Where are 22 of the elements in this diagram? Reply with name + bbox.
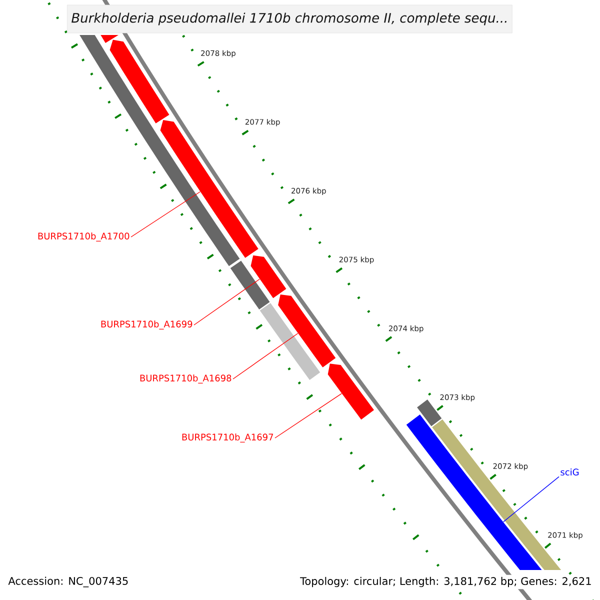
gene-label: sciG xyxy=(560,468,579,476)
footer-text: Topology: circular; Length: 3,181,762 bp; Genes: 2,621 xyxy=(298,574,594,590)
gene-feature xyxy=(250,255,286,298)
gene-label: BURPS1710b_A1698 xyxy=(140,374,232,384)
gene-feature xyxy=(260,302,320,380)
leader-line xyxy=(503,476,560,522)
leader-line xyxy=(130,191,200,238)
leader-line xyxy=(274,393,342,438)
gene-feature xyxy=(328,364,374,420)
gene-feature xyxy=(230,260,270,310)
gene-feature xyxy=(110,40,170,124)
gene-feature xyxy=(100,35,118,43)
title: Burkholderia pseudomallei 1710b chromosome II, complete sequ... xyxy=(67,4,512,34)
gene-label: BURPS1710b_A1700 xyxy=(38,232,130,242)
gene-feature xyxy=(406,414,542,570)
gene-feature xyxy=(417,400,442,426)
leader-line xyxy=(194,278,260,326)
gene-label: BURPS1710b_A1697 xyxy=(182,434,274,442)
leader-line xyxy=(232,333,298,380)
footer-text: Accession: NC_007435 xyxy=(6,574,131,590)
gene-feature xyxy=(278,294,336,368)
gene-label: BURPS1710b_A1699 xyxy=(101,320,192,330)
